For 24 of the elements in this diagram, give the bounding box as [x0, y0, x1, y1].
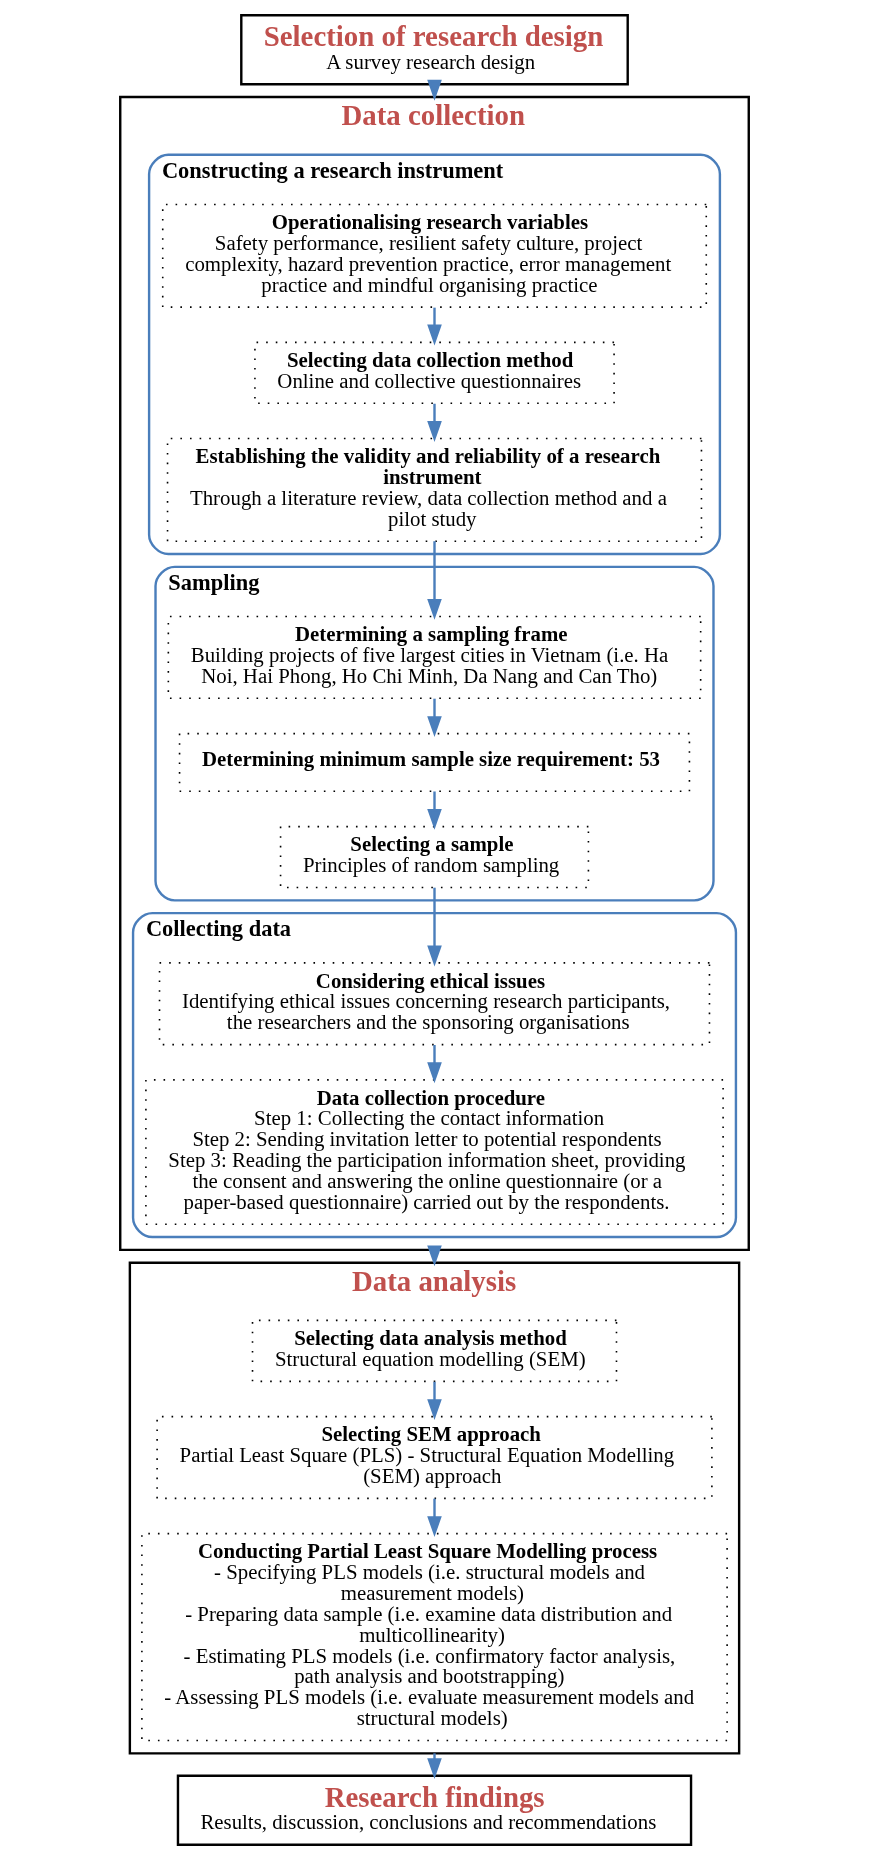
arrow — [427, 1381, 442, 1421]
arrow — [427, 1245, 442, 1267]
node-box: Selecting data analysis method Structural equation modelling (SEM) — [251, 1319, 618, 1383]
arrow — [427, 698, 442, 738]
node-box: Determining minimum sample size requirement: 53 — [178, 732, 691, 793]
node-box: Considering ethical issues Identifying ethical issues concerning research participants, the researchers and the sponsoring organisations — [158, 962, 711, 1046]
node-box: Selecting a sample Principles of random sampling — [279, 825, 590, 889]
arrow — [427, 79, 442, 101]
node-box: Data collection procedure Step 1: Collecting the contact information Step 2: Sending invitation letter to potential respondents Step 3: Reading the participation information sheet, providing the consent and answering the online questionnaire (or a paper-based questionnaire) carried out by the respondents. — [145, 1079, 724, 1225]
arrow — [427, 403, 442, 442]
node-box: Establishing the validity and reliability of a research instrument Through a literature review, data collection method and a pilot study — [166, 437, 703, 542]
arrow — [427, 541, 442, 620]
arrow — [427, 1045, 442, 1084]
node-box: Operationalising research variables Safety performance, resilient safety culture, project complexity, hazard prevention practice, error management practice and mindful organising practice — [161, 203, 708, 308]
arrow — [427, 1753, 442, 1780]
node-box: Determining a sampling frame Building projects of five largest cities in Vietnam (i.e. Ha Noi, Hai Phong, Ho Chi Minh, Da Nang and Can Tho) — [167, 615, 702, 700]
node-box: Conducting Partial Least Square Modelling process - Specifying PLS models (i.e. structural models and measurement models) - Preparing data sample (i.e. examine data distribution and multicollinearity) - Estimating PLS models (i.e. confirmatory factor analysis, path analysis and bootstrapping) - Assessing PLS models (i.e. evaluate measurement models and structural models) — [141, 1532, 728, 1742]
node-box: Selecting data collection method Online and collective questionnaires — [254, 341, 615, 405]
arrow — [427, 887, 442, 967]
arrow — [427, 307, 442, 346]
node-box: Research findings Results, discussion, conclusions and recommendations — [176, 1774, 693, 1846]
node-box: Selecting SEM approach Partial Least Square (PLS) - Structural Equation Modelling (SEM) approach — [156, 1415, 713, 1500]
arrow — [427, 791, 442, 830]
arrow — [427, 1498, 442, 1538]
